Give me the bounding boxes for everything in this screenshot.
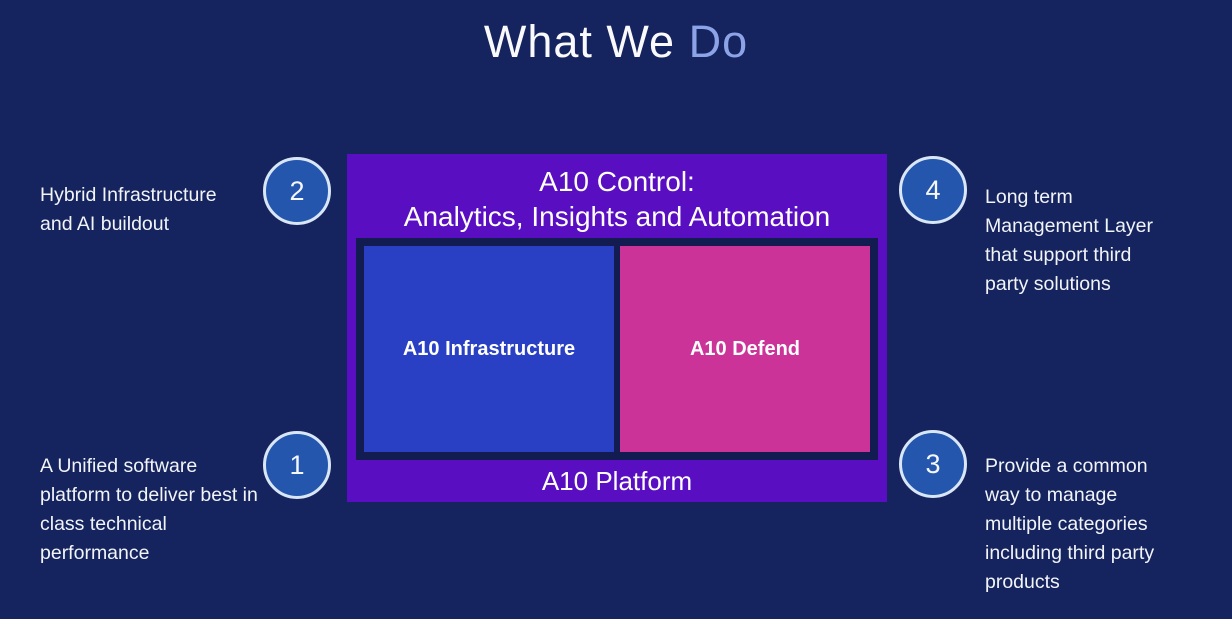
callout-text-3: Provide a common way to manage multiple … (985, 455, 1155, 593)
callout-circle-4: 4 (899, 156, 967, 224)
slide-title: What We Do (0, 16, 1232, 68)
a10-defend-box: A10 Defend (620, 246, 870, 452)
defend-label: A10 Defend (689, 337, 801, 360)
callout-circle-2: 2 (263, 157, 331, 225)
callout-number-4: 4 (925, 174, 941, 205)
callout-number-3: 3 (925, 448, 941, 479)
a10-platform-label: A10 Platform (541, 465, 693, 496)
title-accent: Do (688, 16, 749, 67)
callout-number-1: 1 (289, 449, 305, 480)
infrastructure-label: A10 Infrastructure (402, 337, 576, 360)
callout-text-1: A Unified software platform to deliver b… (40, 455, 258, 564)
title-main: What We (483, 16, 689, 67)
products-frame: A10 Infrastructure A10 Defend (356, 238, 878, 460)
callout-text-4: Long term Management Layer that support … (985, 186, 1154, 295)
callout-number-2: 2 (289, 175, 305, 206)
control-label-line1: A10 Control: (539, 166, 695, 197)
callout-circle-1: 1 (263, 431, 331, 499)
control-label-line2: Analytics, Insights and Automation (403, 201, 831, 232)
callout-text-2: Hybrid Infrastructure and AI buildout (40, 184, 217, 235)
a10-control-label: A10 Control: Analytics, Insights and Aut… (347, 164, 887, 234)
a10-infrastructure-box: A10 Infrastructure (364, 246, 614, 452)
a10-control-box: A10 Control: Analytics, Insights and Aut… (347, 154, 887, 502)
callout-circle-3: 3 (899, 430, 967, 498)
